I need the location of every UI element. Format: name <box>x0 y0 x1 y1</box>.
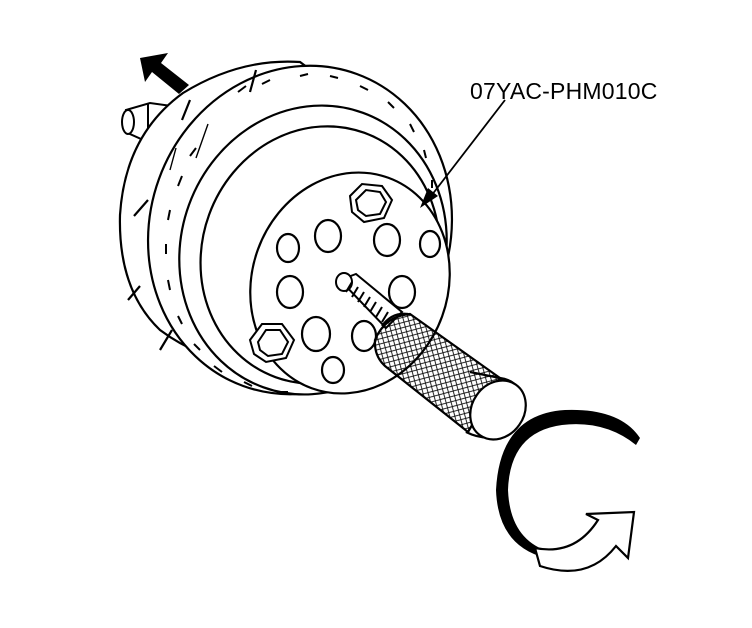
mounting-bolt-bottom <box>248 323 296 364</box>
threaded-spindle <box>335 272 404 330</box>
clockwise-rotation-icon <box>496 409 640 573</box>
mounting-bolt-top <box>348 182 394 224</box>
arrow-up-left-icon <box>140 53 189 94</box>
callout-leader <box>420 99 506 208</box>
part-number-label: 07YAC-PHM010C <box>470 78 658 104</box>
knurled-handle <box>373 312 527 441</box>
rim-perforations <box>165 73 433 393</box>
